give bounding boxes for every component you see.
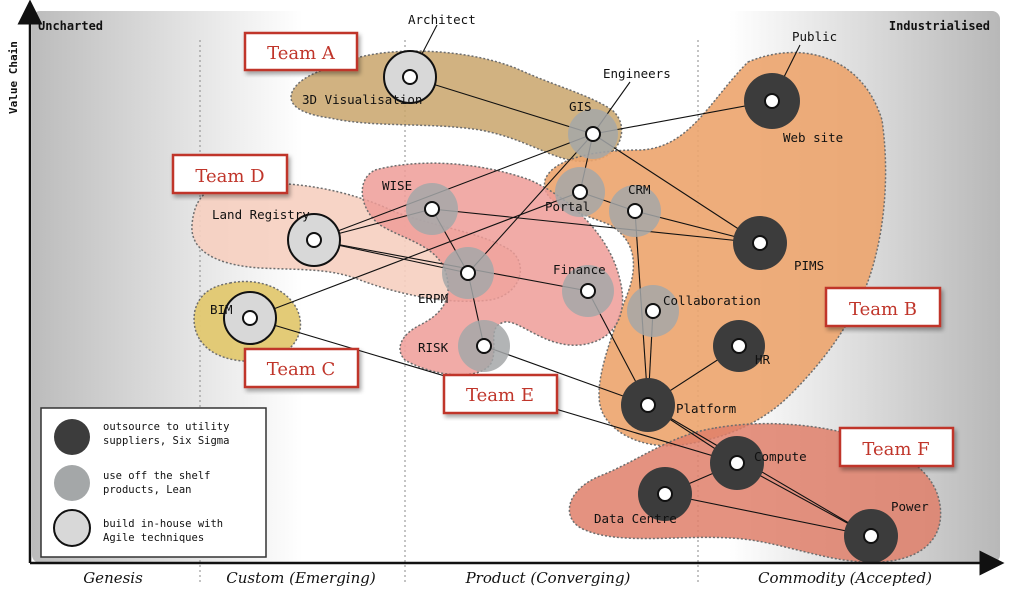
- pims-label: PIMS: [794, 258, 824, 273]
- architect-node: [402, 69, 418, 85]
- data-centre-label: Data Centre: [594, 511, 677, 526]
- legend-inhouse-swatch: [53, 509, 91, 547]
- wise-node: [424, 201, 440, 217]
- land-registry-node: [306, 232, 322, 248]
- compute-node: [729, 455, 745, 471]
- legend-outsource-line2: suppliers, Six Sigma: [103, 435, 229, 447]
- legend: outsource to utility suppliers, Six Sigm…: [40, 407, 267, 558]
- finance-node: [580, 283, 596, 299]
- team-a-region: [290, 50, 623, 163]
- corner-left-label: Uncharted: [38, 19, 103, 33]
- team-f-label: Team F: [862, 439, 929, 460]
- land-registry-label: Land Registry: [212, 207, 310, 222]
- team-c-badge: Team C: [243, 347, 360, 389]
- gis-label: GIS: [569, 99, 592, 114]
- team-c-label: Team C: [267, 359, 336, 380]
- stage-labels: Genesis Custom (Emerging) Product (Conve…: [83, 569, 932, 587]
- team-d-label: Team D: [195, 166, 264, 187]
- legend-offshelf-line2: products, Lean: [103, 484, 192, 496]
- legend-inhouse-line1: build in-house with: [103, 518, 223, 530]
- legend-outsource-line1: outsource to utility: [103, 421, 229, 433]
- bim-node: [242, 310, 258, 326]
- stage-genesis: Genesis: [83, 569, 143, 587]
- gis-node: [585, 126, 601, 142]
- team-a-badge: Team A: [243, 31, 359, 72]
- team-e-badge: Team E: [442, 373, 559, 415]
- wise-label: WISE: [382, 178, 412, 193]
- team-labels: Team A Team D Team B Team C Team E Team …: [171, 31, 955, 468]
- portal-label: Portal: [545, 199, 590, 214]
- risk-label: RISK: [418, 340, 449, 355]
- erpm-node: [460, 265, 476, 281]
- website-node: [764, 93, 780, 109]
- bim-label: BIM: [210, 302, 233, 317]
- legend-offshelf-swatch: [54, 465, 90, 501]
- corner-right-label: Industrialised: [889, 19, 990, 33]
- legend-outsource-swatch: [54, 419, 90, 455]
- legend-offshelf-line1: use off the shelf: [103, 470, 210, 482]
- team-b-label: Team B: [849, 299, 917, 320]
- y-axis-label: Value Chain: [7, 41, 20, 114]
- risk-node: [476, 338, 492, 354]
- public-label: Public: [792, 29, 837, 44]
- erpm-label: ERPM: [418, 291, 448, 306]
- team-d-badge: Team D: [171, 153, 289, 195]
- compute-label: Compute: [754, 449, 807, 464]
- finance-label: Finance: [553, 262, 606, 277]
- engineers-label: Engineers: [603, 66, 671, 81]
- collaboration-node: [645, 303, 661, 319]
- hr-node: [731, 338, 747, 354]
- stage-product: Product (Converging): [465, 569, 631, 587]
- team-b-badge: Team B: [824, 286, 942, 328]
- component-labels: Architect 3D Visualisation Engineers GIS…: [210, 12, 929, 526]
- crm-label: CRM: [628, 182, 651, 197]
- stage-custom: Custom (Emerging): [226, 569, 376, 587]
- axes: Value Chain Uncharted Industrialised: [7, 0, 1005, 576]
- crm-node: [627, 203, 643, 219]
- legend-inhouse-line2: Agile techniques: [103, 532, 204, 544]
- visualisation-label: 3D Visualisation: [302, 92, 422, 107]
- team-b-region: [543, 51, 887, 447]
- hr-label: HR: [755, 352, 771, 367]
- component-nodes: [242, 69, 879, 544]
- data-centre-node: [657, 486, 673, 502]
- team-a-label: Team A: [267, 43, 336, 64]
- portal-node: [572, 184, 588, 200]
- stage-commodity: Commodity (Accepted): [758, 569, 932, 587]
- power-node: [863, 528, 879, 544]
- team-f-badge: Team F: [838, 426, 955, 468]
- platform-node: [640, 397, 656, 413]
- pims-node: [752, 235, 768, 251]
- architect-label: Architect: [408, 12, 476, 27]
- team-e-label: Team E: [466, 385, 534, 406]
- website-label: Web site: [783, 130, 843, 145]
- platform-label: Platform: [676, 401, 736, 416]
- power-label: Power: [891, 499, 929, 514]
- collaboration-label: Collaboration: [663, 293, 761, 308]
- team-d-region: [191, 182, 521, 303]
